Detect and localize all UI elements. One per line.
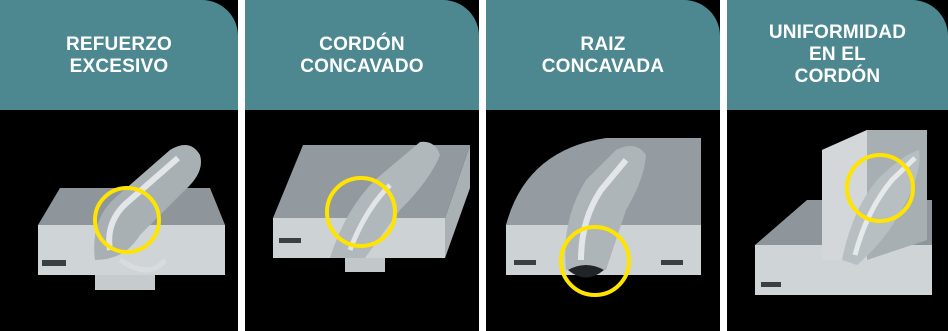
panel-title: CORDÓN CONCAVADO <box>300 34 424 77</box>
panel-title: RAIZ CONCAVADA <box>541 34 665 77</box>
yellow-circle-icon <box>845 153 915 223</box>
panel-header: UNIFORMIDAD EN EL CORDÓN <box>727 0 948 110</box>
panel-refuerzo-excesivo: REFUERZO EXCESIVO <box>0 0 238 331</box>
panel-header: CORDÓN CONCAVADO <box>245 0 479 110</box>
panel-raiz-concavada: RAIZ CONCAVADA <box>486 0 720 331</box>
panel-header: REFUERZO EXCESIVO <box>0 0 238 110</box>
panel-cordon-concavado: CORDÓN CONCAVADO <box>245 0 479 331</box>
yellow-circle-icon <box>93 186 161 254</box>
weld-illustration <box>755 130 932 295</box>
panel-title: UNIFORMIDAD EN EL CORDÓN <box>768 22 907 87</box>
weld-illustration <box>506 138 701 297</box>
yellow-circle-icon <box>559 225 631 297</box>
panel-header: RAIZ CONCAVADA <box>486 0 720 110</box>
weld-illustration <box>38 145 225 290</box>
panel-uniformidad-en-el-cordon: UNIFORMIDAD EN EL CORDÓN <box>727 0 948 331</box>
weld-illustration <box>273 141 470 272</box>
yellow-circle-icon <box>325 176 397 248</box>
panel-title: REFUERZO EXCESIVO <box>65 34 173 77</box>
